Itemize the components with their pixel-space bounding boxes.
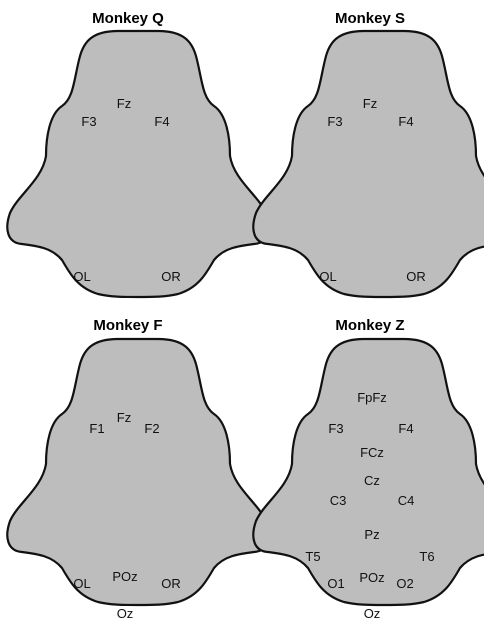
electrode-label: Oz xyxy=(364,606,381,621)
electrode-label: OR xyxy=(161,269,181,284)
panel-title-monkey-f: Monkey F xyxy=(93,317,162,334)
electrode-label: POz xyxy=(112,569,137,584)
head-outline-monkey-s xyxy=(252,29,484,299)
electrode-label: Pz xyxy=(364,527,379,542)
panel-monkey-s: Monkey S Fz F3 F4 OL OR xyxy=(252,10,484,299)
electrode-label: F3 xyxy=(81,114,96,129)
panel-monkey-q: Monkey Q Fz F3 F4 OL OR xyxy=(6,10,270,299)
electrode-label: F1 xyxy=(89,421,104,436)
electrode-label: T5 xyxy=(305,549,320,564)
electrode-label: F4 xyxy=(154,114,169,129)
electrode-label: OR xyxy=(406,269,426,284)
electrode-label: Fz xyxy=(363,96,377,111)
electrode-label: F3 xyxy=(328,421,343,436)
electrode-label: F3 xyxy=(327,114,342,129)
electrode-label: OL xyxy=(73,269,90,284)
electrode-label: C3 xyxy=(330,493,347,508)
electrode-label: F4 xyxy=(398,421,413,436)
electrode-label: Cz xyxy=(364,473,380,488)
electrode-label: Oz xyxy=(117,606,134,621)
electrode-label: FpFz xyxy=(357,390,387,405)
electrode-label: Fz xyxy=(117,410,131,425)
electrode-label: FCz xyxy=(360,445,384,460)
electrode-label: OL xyxy=(73,576,90,591)
panel-monkey-z: Monkey Z FpFz F3 F4 FCz Cz C3 C4 Pz T5 T… xyxy=(252,317,484,621)
electrode-label: T6 xyxy=(419,549,434,564)
electrode-label: O1 xyxy=(327,576,344,591)
electrode-label: F4 xyxy=(398,114,413,129)
head-outline-monkey-z xyxy=(252,337,484,607)
head-outline-monkey-q xyxy=(6,29,270,299)
panel-monkey-f: Monkey F Fz F1 F2 POz OL OR Oz xyxy=(6,317,270,621)
electrode-label: OR xyxy=(161,576,181,591)
panel-title-monkey-z: Monkey Z xyxy=(335,317,404,334)
electrode-label: C4 xyxy=(398,493,415,508)
electrode-label: F2 xyxy=(144,421,159,436)
panel-title-monkey-s: Monkey S xyxy=(335,10,405,27)
panel-title-monkey-q: Monkey Q xyxy=(92,10,164,27)
electrode-label: O2 xyxy=(396,576,413,591)
head-outline-monkey-f xyxy=(6,337,270,607)
electrode-label: POz xyxy=(359,570,384,585)
electrode-label: Fz xyxy=(117,96,131,111)
electrode-label: OL xyxy=(319,269,336,284)
